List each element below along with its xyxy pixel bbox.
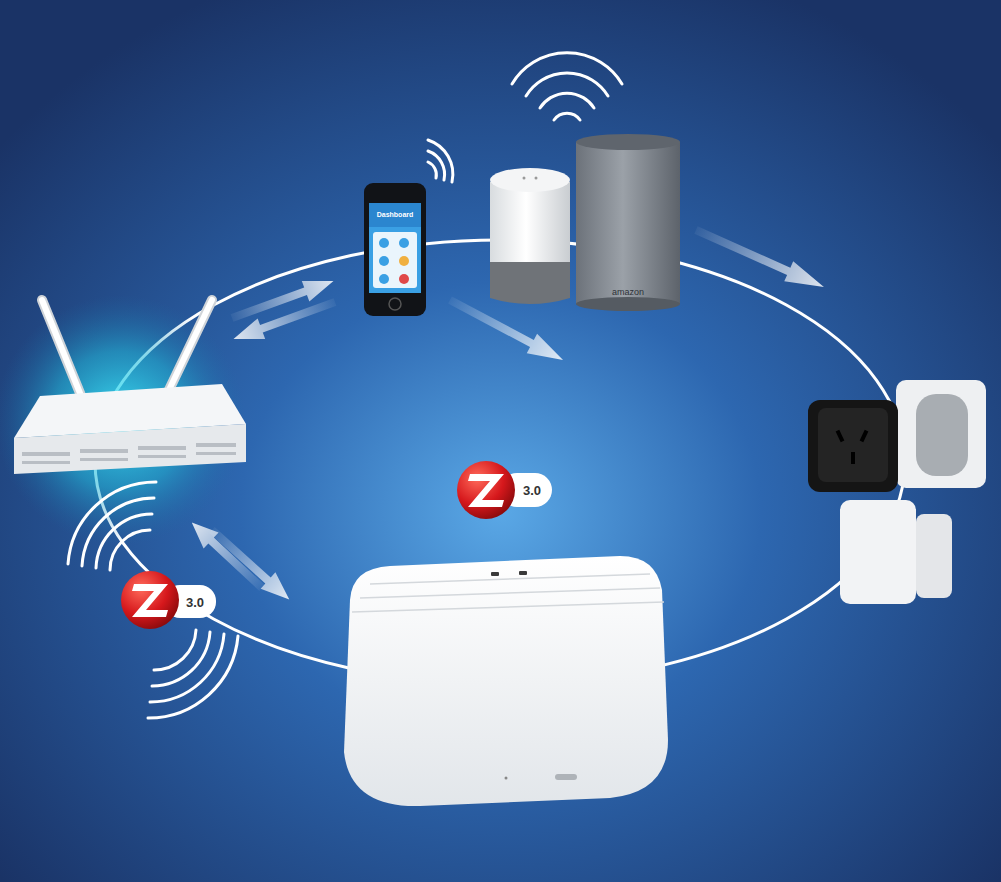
brand-name: amazon [612,288,644,297]
flow-arrows [184,220,828,608]
smart-speaker-tall [512,53,680,311]
zigbee-badge [457,461,552,519]
smart-speaker [490,168,570,304]
smartphone [364,140,453,316]
zigbee-hub [344,556,668,806]
router [0,295,246,545]
sensors [808,380,986,604]
zigbee-badge [68,482,238,718]
screen-title: Dashboard [377,211,414,218]
version-label: 3.0 [523,484,541,497]
version-label: 3.0 [186,596,204,609]
